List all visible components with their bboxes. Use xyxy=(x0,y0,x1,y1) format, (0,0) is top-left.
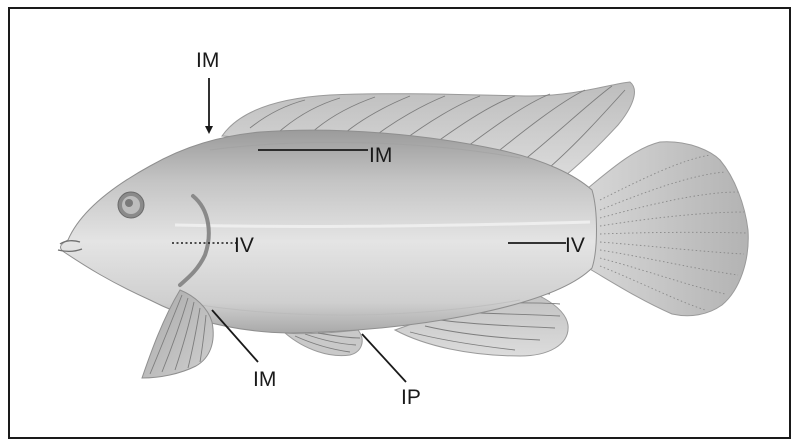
label-im-dorsal-muscle: IM xyxy=(369,144,392,167)
label-iv-lateral-tail: IV xyxy=(565,234,585,257)
label-im-dorsal-top: IM xyxy=(196,49,219,72)
leader-pelvic xyxy=(362,334,406,382)
caudal-fin xyxy=(588,142,748,316)
label-iv-lateral-head: IV xyxy=(234,234,254,257)
eye xyxy=(118,192,144,218)
fish-body xyxy=(61,130,597,333)
label-im-pectoral: IM xyxy=(253,368,276,391)
label-ip-pelvic: IP xyxy=(401,386,421,409)
arrowhead-dorsal-top xyxy=(205,126,213,134)
pelvic-fin xyxy=(285,330,362,356)
